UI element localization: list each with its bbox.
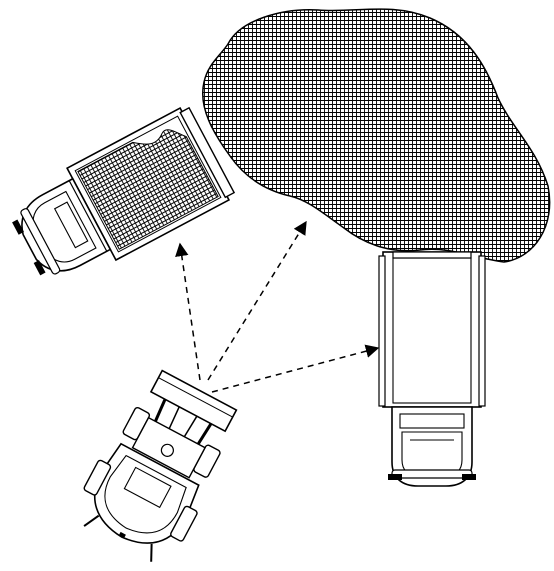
arrow-to-empty-truck <box>211 344 380 393</box>
truck-load <box>77 129 219 250</box>
material-pile <box>202 8 551 263</box>
dump-truck-empty <box>378 251 486 487</box>
wheel-loader <box>83 369 238 562</box>
dump-truck-loaded <box>12 106 236 276</box>
arrow-to-material-pile <box>207 220 307 381</box>
arrow-to-loaded-truck <box>175 242 201 381</box>
